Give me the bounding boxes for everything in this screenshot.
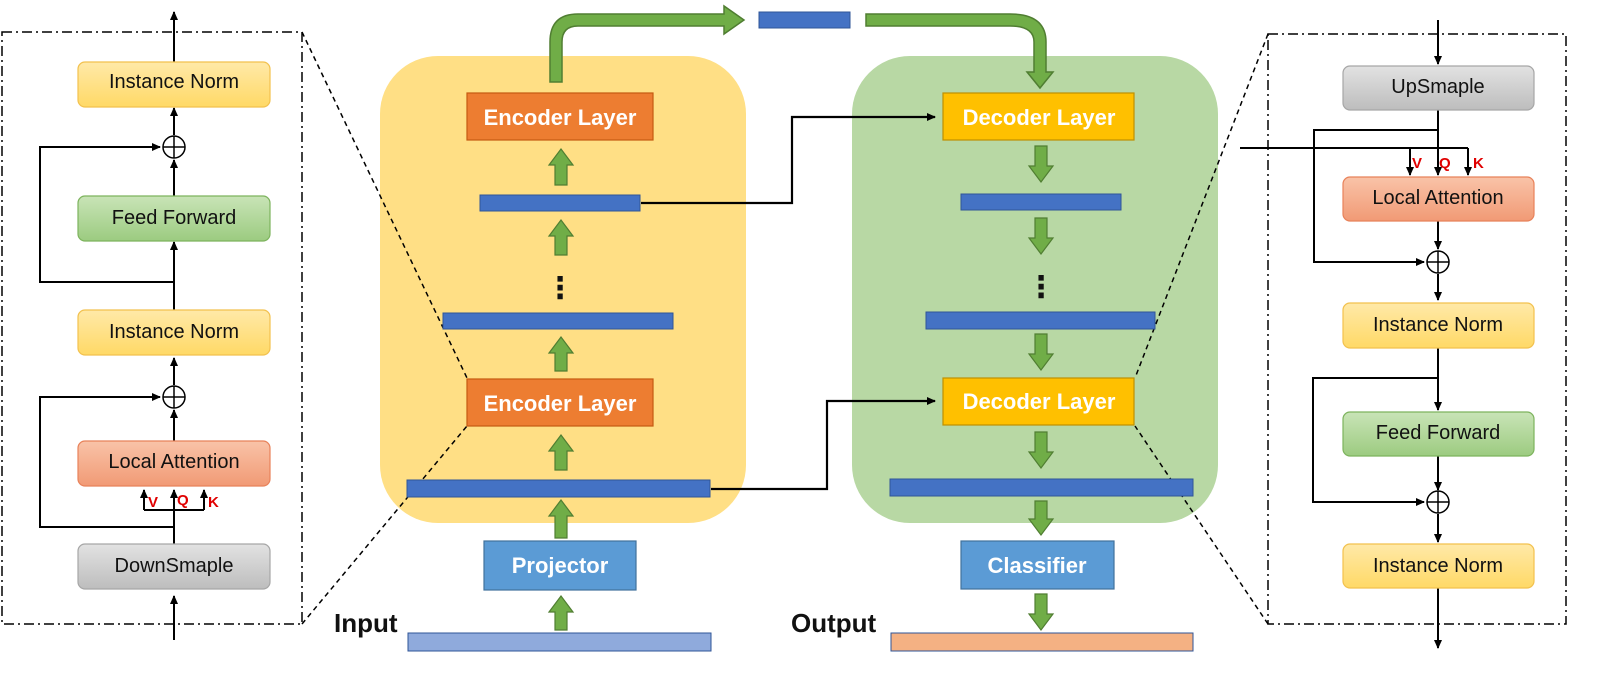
- decoder-layer-top-label: Decoder Layer: [963, 105, 1116, 130]
- right-v-label: V: [1412, 155, 1422, 172]
- encoder-to-bottleneck-arrow: [549, 4, 746, 83]
- input-bar: [407, 632, 712, 652]
- right-q-label: Q: [1439, 155, 1451, 172]
- left-instance-norm-mid: [77, 309, 271, 356]
- skip-connection-top: [641, 113, 936, 205]
- left-downsample: [77, 543, 271, 590]
- output-label: Output: [791, 608, 877, 638]
- left-feed-forward: [77, 195, 271, 242]
- left-k-label: K: [208, 494, 219, 511]
- right-instance-norm-bottom-label: Instance Norm: [1373, 555, 1503, 577]
- right-instance-norm-mid-label: Instance Norm: [1373, 314, 1503, 336]
- output-bar: [890, 632, 1194, 652]
- encoder-feature-bar-bottom: [406, 479, 711, 498]
- left-q-label: Q: [177, 492, 189, 509]
- encoder-layer-bottom-label: Encoder Layer: [484, 391, 637, 416]
- right-detail-frame: [1267, 33, 1567, 625]
- encoder-feature-bar-mid: [442, 312, 674, 330]
- skip-connection-bottom: [711, 397, 936, 491]
- left-feed-forward-label: Feed Forward: [112, 207, 237, 229]
- encoder-layer-bottom: [466, 378, 654, 427]
- right-instance-norm-bottom: [1342, 543, 1535, 589]
- bottleneck-bar: [758, 11, 851, 29]
- encoder-feature-bar-top: [479, 194, 641, 212]
- decoder-layer-bottom-label: Decoder Layer: [963, 389, 1116, 414]
- left-v-label: V: [148, 494, 158, 511]
- decoder-feature-bar-mid: [925, 311, 1156, 330]
- classifier-box: [960, 540, 1115, 590]
- classifier-label: Classifier: [987, 553, 1086, 578]
- left-instance-norm-top-label: Instance Norm: [109, 71, 239, 93]
- left-detail-frame: [1, 31, 303, 625]
- decoder-layer-top: [942, 92, 1135, 141]
- right-local-attention-label: Local Attention: [1372, 187, 1503, 209]
- decoder-layer-bottom: [942, 377, 1135, 426]
- right-upsample-label: UpSmaple: [1391, 76, 1484, 98]
- right-instance-norm-mid: [1342, 302, 1535, 349]
- right-feed-forward: [1342, 411, 1535, 457]
- encoder-layer-top-label: Encoder Layer: [484, 105, 637, 130]
- decoder-feature-bar-top: [960, 193, 1122, 211]
- zoom-lines: [301, 31, 1269, 625]
- decoder-flow-arrows: [1027, 145, 1055, 631]
- left-instance-norm-top: [77, 61, 271, 108]
- left-local-attention: [77, 440, 271, 487]
- projector-box: [483, 540, 637, 591]
- decoder-ellipsis: ⋮: [1026, 271, 1056, 304]
- left-local-attention-label: Local Attention: [108, 451, 239, 473]
- decoder-feature-bar-bottom: [889, 478, 1194, 497]
- left-downsample-label: DownSmaple: [115, 555, 234, 577]
- right-k-label: K: [1473, 155, 1484, 172]
- encoder-flow-arrows: [547, 148, 575, 631]
- encoder-layer-top: [466, 92, 654, 141]
- input-label: Input: [334, 608, 398, 638]
- left-instance-norm-mid-label: Instance Norm: [109, 321, 239, 343]
- encoder-ellipsis: ⋮: [545, 272, 575, 305]
- right-local-attention: [1342, 176, 1535, 222]
- right-upsample: [1342, 65, 1535, 111]
- right-feed-forward-label: Feed Forward: [1376, 422, 1501, 444]
- bottleneck-to-decoder-arrow: [865, 13, 1055, 90]
- projector-label: Projector: [512, 553, 609, 578]
